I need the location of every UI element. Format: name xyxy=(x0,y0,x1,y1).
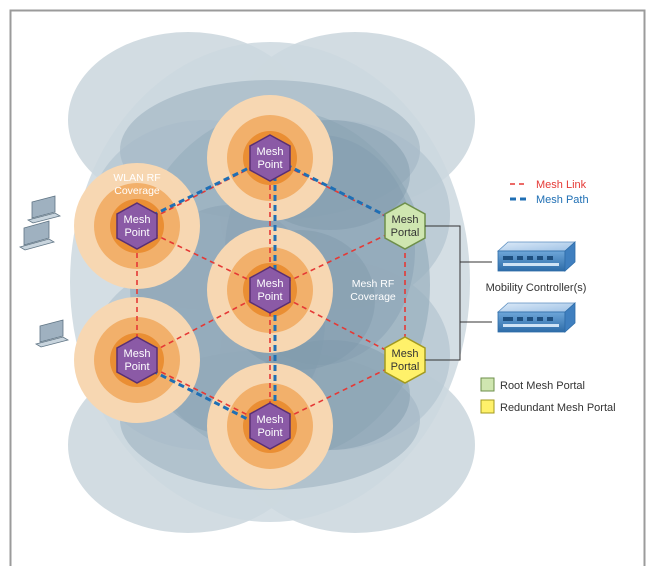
laptop-icon xyxy=(18,220,56,251)
root-mesh-portal-legend-label: Root Mesh Portal xyxy=(500,380,585,392)
laptop-icon xyxy=(34,319,70,348)
wlan-rf-coverage-label: WLAN RF xyxy=(113,172,160,184)
mesh-portal-label: Portal xyxy=(391,361,420,373)
mesh-point-label: Point xyxy=(257,291,282,303)
redundant-mesh-portal[interactable]: Mesh Portal xyxy=(384,336,426,384)
mesh-point-label: Mesh xyxy=(257,146,284,158)
mesh-point-label: Mesh xyxy=(124,214,151,226)
laptop-icon xyxy=(26,195,62,224)
server-appliance-icon xyxy=(496,302,577,333)
client-laptop-1[interactable] xyxy=(26,195,62,224)
wired-links xyxy=(425,225,492,361)
mesh-point-label: Point xyxy=(124,361,149,373)
mesh-point-center[interactable]: Mesh Point xyxy=(249,266,291,314)
mesh-point-label: Point xyxy=(257,427,282,439)
mesh-point-label: Point xyxy=(124,227,149,239)
mobility-controller-2[interactable] xyxy=(496,302,577,333)
mesh-point-label: Mesh xyxy=(257,414,284,426)
mesh-point-left-upper[interactable]: Mesh Point xyxy=(116,202,158,250)
mesh-rf-coverage-label: Mesh RF xyxy=(352,278,395,290)
mesh-point-label: Mesh xyxy=(257,278,284,290)
root-mesh-portal-legend-swatch xyxy=(480,377,495,392)
redundant-mesh-portal-legend-label: Redundant Mesh Portal xyxy=(500,402,616,414)
root-mesh-portal[interactable]: Mesh Portal xyxy=(384,202,426,250)
client-laptop-3[interactable] xyxy=(34,319,70,348)
mesh-portal-label: Portal xyxy=(391,227,420,239)
mesh-point-label: Point xyxy=(257,159,282,171)
mesh-point-left-lower[interactable]: Mesh Point xyxy=(116,336,158,384)
mobility-controllers-label: Mobility Controller(s) xyxy=(486,282,587,294)
redundant-mesh-portal-legend-swatch xyxy=(480,399,495,414)
mesh-point-bottom[interactable]: Mesh Point xyxy=(249,402,291,450)
server-appliance-icon xyxy=(496,241,577,272)
mesh-portal-label: Mesh xyxy=(392,348,419,360)
legend: Mesh Link Mesh Path Root Mesh Portal Red… xyxy=(480,179,616,414)
mesh-paths xyxy=(142,158,399,430)
mesh-point-top[interactable]: Mesh Point xyxy=(249,134,291,182)
mesh-rf-coverage-label: Coverage xyxy=(350,291,396,303)
wlan-rf-coverage-label: Coverage xyxy=(114,185,160,197)
mesh-portal-label: Mesh xyxy=(392,214,419,226)
mesh-link-legend-label: Mesh Link xyxy=(536,179,587,191)
client-laptop-2[interactable] xyxy=(18,220,56,251)
mesh-point-label: Mesh xyxy=(124,348,151,360)
mesh-path-legend-label: Mesh Path xyxy=(536,194,589,206)
mobility-controller-1[interactable] xyxy=(496,241,577,272)
